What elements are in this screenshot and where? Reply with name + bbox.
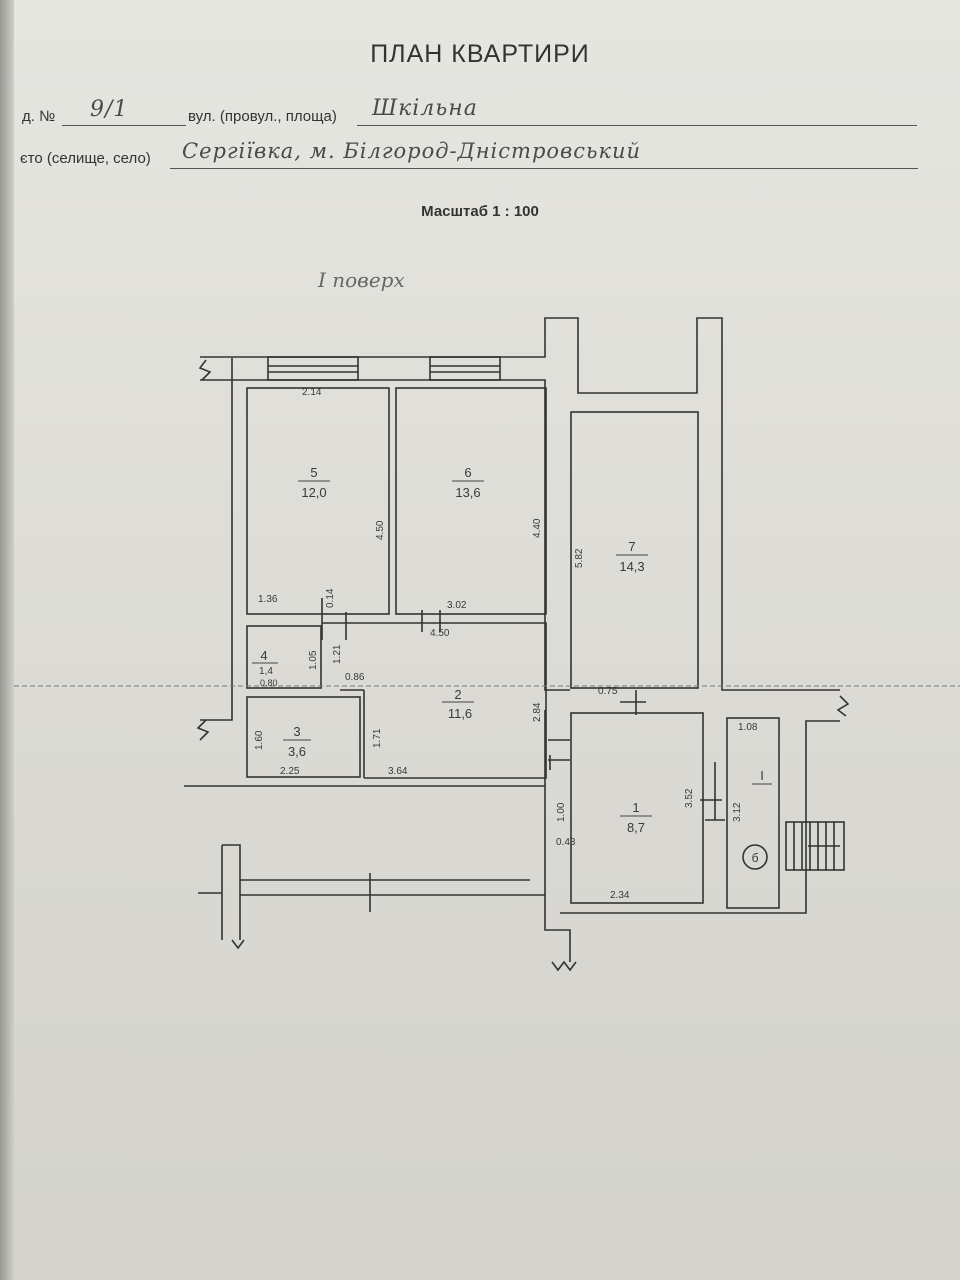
room-5-number: 5 xyxy=(310,465,317,480)
city-value: Сергіївка, м. Білгород-Дністровський xyxy=(182,139,642,163)
door-marks-room1 xyxy=(620,690,646,715)
dim-1-05: 1.05 xyxy=(308,650,319,670)
room-4-area: 1,4 xyxy=(259,666,273,677)
entrance-stairs xyxy=(785,821,845,871)
dim-1-60: 1.60 xyxy=(254,730,265,750)
room-I-outline xyxy=(726,717,780,909)
dim-2-25: 2.25 xyxy=(280,766,300,777)
room-2-area: 11,6 xyxy=(448,706,472,721)
window-room6 xyxy=(429,356,501,381)
dim-5-82: 5.82 xyxy=(574,548,585,568)
door-marks-right xyxy=(700,762,725,821)
street-line xyxy=(357,125,917,126)
floor-label: I поверх xyxy=(318,268,405,292)
dim-0-80: 0.80 xyxy=(260,678,278,688)
dim-0-86: 0.86 xyxy=(345,672,365,683)
dim-4-50-vertical: 4.50 xyxy=(375,520,386,540)
house-number-value: 9/1 xyxy=(90,97,129,122)
stair-badge: б xyxy=(752,851,759,865)
room-3-area: 3,6 xyxy=(288,744,306,759)
dim-4-50-horizontal: 4.50 xyxy=(430,628,450,639)
city-line xyxy=(170,168,918,169)
room-4-number: 4 xyxy=(260,648,267,663)
house-number-label: д. № xyxy=(22,108,56,125)
room-I-number: I xyxy=(760,768,764,783)
room-6-area: 13,6 xyxy=(455,485,480,500)
room-labels: 5 12,0 6 13,6 7 14,3 4 1,4 3 3,6 2 11,6 … xyxy=(252,465,772,865)
dim-0-43: 0.43 xyxy=(556,837,576,848)
dim-3-02: 3.02 xyxy=(447,600,467,611)
door-marks-top xyxy=(321,598,441,640)
inner-line-top xyxy=(232,379,570,691)
page-title: ПЛАН КВАРТИРИ xyxy=(370,40,590,68)
room-5-area: 12,0 xyxy=(301,485,326,500)
door-marks-mid xyxy=(548,739,570,770)
break-mark xyxy=(198,359,212,381)
room-7-area: 14,3 xyxy=(619,559,644,574)
room-5-outline xyxy=(246,387,390,615)
break-mark xyxy=(836,695,850,717)
break-mark xyxy=(196,719,210,741)
lower-wall-left xyxy=(221,844,241,940)
room-1-number: 1 xyxy=(632,800,639,815)
dim-2-34: 2.34 xyxy=(610,890,630,901)
room-7-outline xyxy=(570,411,699,689)
room-2-outline xyxy=(322,622,547,779)
room-3-outline xyxy=(246,696,361,778)
city-label: єто (селище, село) xyxy=(20,150,151,167)
street-value: Шкільна xyxy=(372,96,478,121)
dim-1-71: 1.71 xyxy=(372,728,383,748)
room-6-number: 6 xyxy=(464,465,471,480)
house-number-line xyxy=(62,125,186,126)
dim-3-64: 3.64 xyxy=(388,766,408,777)
dim-0-75: 0.75 xyxy=(598,686,618,697)
street-label: вул. (провул., площа) xyxy=(188,108,337,125)
dim-4-40: 4.40 xyxy=(532,518,543,538)
break-mark xyxy=(551,960,577,972)
room-4-outline xyxy=(246,625,322,689)
stair-badge-circle xyxy=(742,844,768,870)
outer-wall-top-right xyxy=(200,317,840,691)
room-1-outline xyxy=(570,712,704,904)
room-7-number: 7 xyxy=(628,539,635,554)
room-3-number: 3 xyxy=(293,724,300,739)
dim-3-52: 3.52 xyxy=(684,788,695,808)
break-mark xyxy=(231,939,245,950)
room-1-area: 8,7 xyxy=(627,820,645,835)
window-room5 xyxy=(267,356,359,381)
dim-1-36: 1.36 xyxy=(258,594,278,605)
dim-0-14: 0.14 xyxy=(325,588,336,608)
dim-2-84: 2.84 xyxy=(532,702,543,722)
lower-wall-lines xyxy=(198,879,545,896)
dim-3-12: 3.12 xyxy=(732,802,743,822)
outer-wall-bottom-right xyxy=(560,720,840,914)
dim-2-14: 2.14 xyxy=(302,387,322,398)
outer-wall-bottom xyxy=(184,785,571,962)
scale-label: Масштаб 1 : 100 xyxy=(421,203,539,220)
room-2-number: 2 xyxy=(454,687,461,702)
dimension-labels: 2.14 4.50 4.40 5.82 1.36 0.14 3.02 4.50 … xyxy=(254,387,758,901)
dim-1-08: 1.08 xyxy=(738,722,758,733)
dim-1-00: 1.00 xyxy=(556,802,567,822)
room-6-outline xyxy=(395,387,547,615)
dim-1-21: 1.21 xyxy=(332,644,343,664)
outer-wall-left xyxy=(200,380,233,721)
plan-walls xyxy=(184,317,850,972)
page-edge-shadow xyxy=(0,0,14,1280)
